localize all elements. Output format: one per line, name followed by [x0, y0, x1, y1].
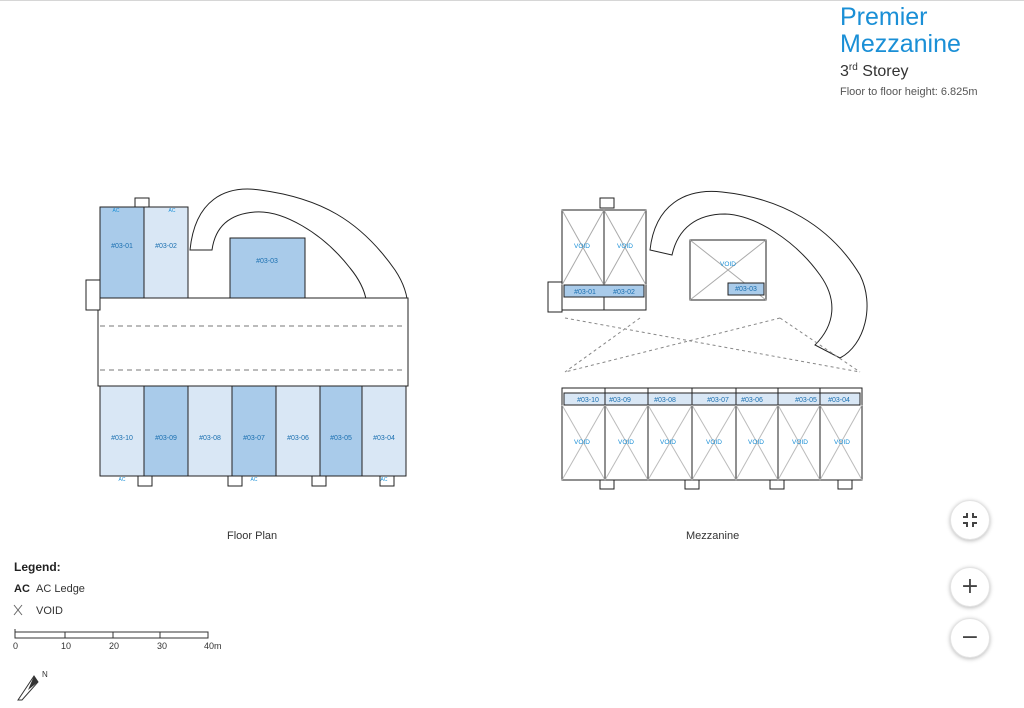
mz-void-3: VOID: [720, 261, 736, 268]
fp-label-0310: #03-10: [111, 435, 133, 442]
mz-label-0310: #03-10: [577, 397, 599, 404]
mz-void-4: VOID: [574, 439, 590, 446]
fp-unit-0305: [319, 385, 363, 477]
mz-ramp: [649, 190, 868, 359]
mz-void-9: VOID: [792, 439, 808, 446]
mz-label-0309: #03-09: [609, 397, 631, 404]
void-icon: [13, 604, 23, 619]
fp-ac-ledge-3: AC: [119, 477, 126, 483]
mz-label-0301: #03-01: [574, 289, 596, 296]
zoom-out-button[interactable]: −: [950, 618, 990, 658]
fp-unit-0301: [99, 206, 145, 299]
zoom-in-button[interactable]: +: [950, 567, 990, 607]
storey-suffix: rd: [848, 62, 858, 73]
fp-label-0301: #03-01: [111, 243, 133, 250]
compass-label: N: [42, 670, 48, 679]
fp-label-0306: #03-06: [287, 435, 309, 442]
mz-label-0306: #03-06: [741, 397, 763, 404]
collapse-icon: [963, 513, 977, 527]
fp-label-0308: #03-08: [199, 435, 221, 442]
fp-ac-ledge-5: AC: [381, 477, 388, 483]
scale-bar: [14, 629, 209, 639]
fp-label-0307: #03-07: [243, 435, 265, 442]
fp-units: [99, 206, 407, 477]
mz-label-0303: #03-03: [735, 286, 757, 293]
mezzanine-caption: Mezzanine: [686, 530, 740, 542]
floor-height: Floor to floor height: 6.825m: [840, 86, 978, 98]
floor-plan-caption: Floor Plan: [227, 530, 278, 542]
fp-label-0305: #03-05: [330, 435, 352, 442]
scale-tick-30: 30: [157, 641, 168, 651]
mz-void-2: VOID: [617, 243, 633, 250]
storey-number: 3: [840, 63, 849, 80]
mz-void-8: VOID: [748, 439, 764, 446]
mz-void-5: VOID: [618, 439, 634, 446]
mz-units: [561, 209, 863, 481]
fp-unit-0308: [187, 385, 233, 477]
fp-unit-0309: [143, 385, 189, 477]
scale-tick-20: 20: [109, 641, 120, 651]
fp-unit-0307: [231, 385, 277, 477]
fit-view-button[interactable]: [950, 500, 990, 540]
storey-label: 3rd Storey: [840, 62, 909, 81]
page-title: Premier Mezzanine: [840, 4, 961, 58]
floor-plan-drawing: [85, 188, 409, 487]
mz-label-0307: #03-07: [707, 397, 729, 404]
compass-icon: N: [17, 670, 48, 701]
mezzanine-drawing: [547, 190, 868, 490]
mz-label-0305: #03-05: [795, 397, 817, 404]
fp-label-0302: #03-02: [155, 243, 177, 250]
mz-label-0302: #03-02: [613, 289, 635, 296]
fp-unit-0310: [99, 385, 145, 477]
title-line-1: Premier: [840, 3, 928, 31]
zoom-out-label: −: [960, 625, 980, 650]
mz-void-10: VOID: [834, 439, 850, 446]
storey-word: Storey: [862, 63, 909, 80]
mz-label-0308: #03-08: [654, 397, 676, 404]
mz-void-7: VOID: [706, 439, 722, 446]
fp-unit-0304: [361, 385, 407, 477]
legend-ac-label: AC Ledge: [36, 583, 85, 595]
zoom-in-label: +: [960, 574, 980, 599]
fp-label-0304: #03-04: [373, 435, 395, 442]
fp-ac-ledge-2: AC: [169, 208, 176, 214]
mz-void-1: VOID: [574, 243, 590, 250]
fp-unit-0302: [143, 206, 189, 299]
top-divider: [0, 0, 1024, 1]
fp-corridor: [97, 297, 409, 387]
mz-void-6: VOID: [660, 439, 676, 446]
legend-void-label: VOID: [36, 605, 63, 617]
fp-ac-ledge-4: AC: [251, 477, 258, 483]
scale-tick-0: 0: [13, 641, 19, 651]
scale-tick-40: 40m: [204, 641, 222, 651]
fp-unit-0303: [229, 237, 306, 299]
legend-title: Legend:: [14, 560, 61, 574]
legend-ac-abbrev: AC: [14, 583, 30, 595]
fp-unit-0306: [275, 385, 321, 477]
fp-ac-ledge-1: AC: [113, 208, 120, 214]
scale-tick-10: 10: [61, 641, 72, 651]
title-line-2: Mezzanine: [840, 30, 961, 58]
fp-label-0309: #03-09: [155, 435, 177, 442]
fp-label-0303: #03-03: [256, 258, 278, 265]
mz-label-0304: #03-04: [828, 397, 850, 404]
